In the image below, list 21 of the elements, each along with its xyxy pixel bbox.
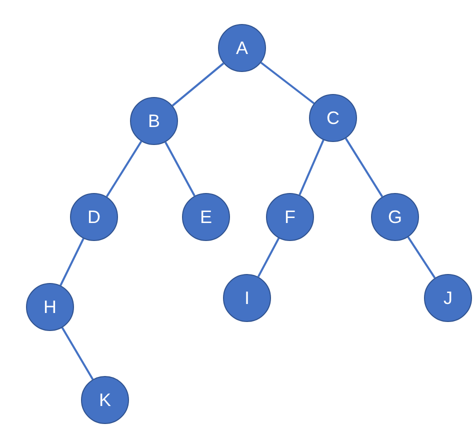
tree-node: D	[70, 193, 118, 241]
connector-line	[407, 236, 436, 278]
connector-line	[164, 142, 196, 196]
connector-line	[60, 238, 84, 286]
tree-node: H	[26, 283, 74, 331]
tree-node: B	[130, 97, 178, 145]
connector-line	[260, 62, 315, 104]
tree-node: K	[81, 376, 129, 424]
tree-node: G	[371, 193, 419, 241]
connector-line	[344, 138, 384, 198]
connector-line	[61, 327, 94, 380]
tree-node: C	[309, 94, 357, 142]
connector-line	[257, 238, 280, 278]
tree-node: A	[218, 24, 266, 72]
connector-line	[172, 62, 224, 106]
connector-line	[298, 140, 324, 196]
tree-node: F	[266, 193, 314, 241]
connector-line	[106, 140, 142, 198]
tree-node: E	[182, 193, 230, 241]
tree-node: I	[223, 274, 271, 322]
tree-node: J	[424, 274, 472, 322]
